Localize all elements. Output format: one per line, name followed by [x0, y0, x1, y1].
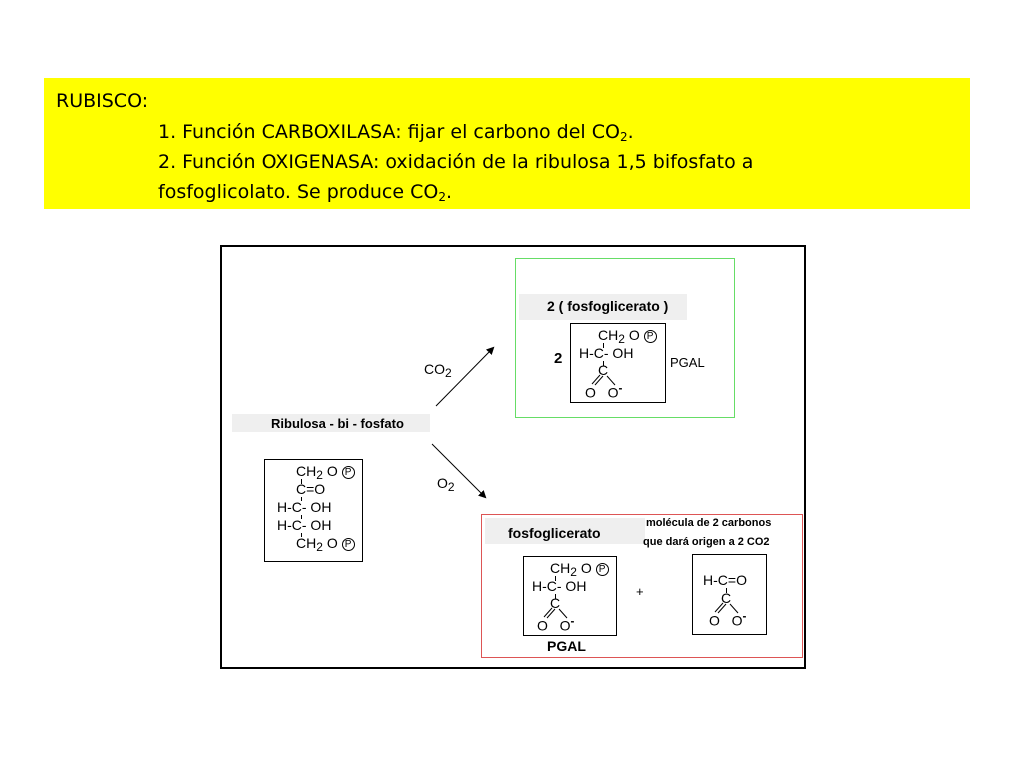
period: .	[445, 181, 453, 203]
o2-label: O2	[437, 475, 455, 494]
phosphate-icon: P	[643, 330, 657, 343]
header-title: RUBISCO:	[56, 90, 149, 112]
oxygen-pair: O O-	[585, 382, 623, 401]
ch2o-group: CH2 O P	[598, 327, 657, 345]
ch2o-group: CH2 O P	[296, 463, 355, 481]
reaction-arrows	[431, 346, 495, 499]
phosphate-icon: P	[341, 466, 355, 479]
molecule-box-3pg: CH2 O P H-C- OH C O O-	[570, 323, 666, 403]
molecule-box-3pg-red: CH2 O P H-C- OH C O O-	[523, 556, 617, 636]
ch2o-group: CH2 O P	[550, 560, 609, 578]
molecule-box-rubp: CH2 O P C=O H-C- OH H-C- OH CH2 O P	[264, 459, 363, 562]
diagram-frame: 2 ( fosfoglicerato ) 2 PGAL CH2 O P H-C-…	[220, 245, 806, 669]
carbon-atom: C	[721, 590, 732, 606]
carboxylate-bonds	[714, 602, 739, 614]
hcoh-group: H-C- OH	[532, 578, 587, 594]
phosphate-icon: P	[595, 563, 609, 576]
carboxylation-arrow	[435, 346, 495, 407]
carbonyl-group: C=O	[296, 481, 326, 497]
phosphate-icon: P	[341, 538, 355, 551]
hcoh-group: H-C- OH	[579, 345, 634, 361]
pgal-label-bottom: PGAL	[547, 638, 586, 654]
header-line-fosfoglicolato: fosfoglicolato. Se produce CO2.	[158, 181, 452, 203]
hcoh-group: H-C- OH	[277, 517, 332, 533]
oxygenation-products-frame	[481, 514, 803, 658]
hc-carbonyl-group: H-C=O	[703, 572, 747, 588]
gray-band	[519, 294, 687, 320]
red-title: fosfoglicerato	[508, 525, 601, 541]
oxygen-pair: O O-	[709, 610, 747, 629]
green-title: 2 ( fosfoglicerato )	[547, 298, 669, 314]
ch2o-group: CH2 O P	[296, 535, 355, 553]
period: .	[627, 121, 634, 143]
note-line-2: que dará origen a 2 CO2	[643, 536, 770, 548]
coefficient-2: 2	[554, 350, 563, 367]
co2-label: CO2	[424, 361, 452, 380]
header-line-carboxilasa: 1. Función CARBOXILASA: fijar el carbono…	[158, 121, 634, 143]
fosfoglicolato-text: fosfoglicolato. Se produce CO	[158, 181, 439, 203]
pgal-label-right: PGAL	[670, 355, 705, 370]
note-line-1: molécula de 2 carbonos	[646, 517, 772, 529]
ribulosa-label: Ribulosa - bi - fosfato	[271, 416, 404, 431]
gray-band	[232, 414, 430, 432]
carboxylate-bonds	[591, 374, 616, 386]
oxygen-pair: O O-	[537, 615, 575, 634]
carboxilasa-text: 1. Función CARBOXILASA: fijar el carbono…	[158, 121, 620, 143]
molecule-box-glycolate: H-C=O C O O-	[692, 554, 767, 635]
carboxylation-product-frame	[515, 258, 735, 418]
co2-subscript: 2	[619, 130, 628, 144]
header-banner: RUBISCO: 1. Función CARBOXILASA: fijar e…	[44, 78, 970, 209]
hcoh-group: H-C- OH	[277, 499, 332, 515]
header-line-oxigenasa: 2. Función OXIGENASA: oxidación de la ri…	[158, 151, 754, 173]
gray-band	[485, 518, 645, 544]
oxygenation-arrow	[431, 443, 487, 499]
co2-subscript: 2	[438, 190, 446, 204]
plus-sign: +	[636, 584, 644, 599]
carboxylate-bonds	[543, 607, 568, 619]
carbon-atom: C	[598, 362, 609, 378]
carbon-atom: C	[550, 595, 561, 611]
